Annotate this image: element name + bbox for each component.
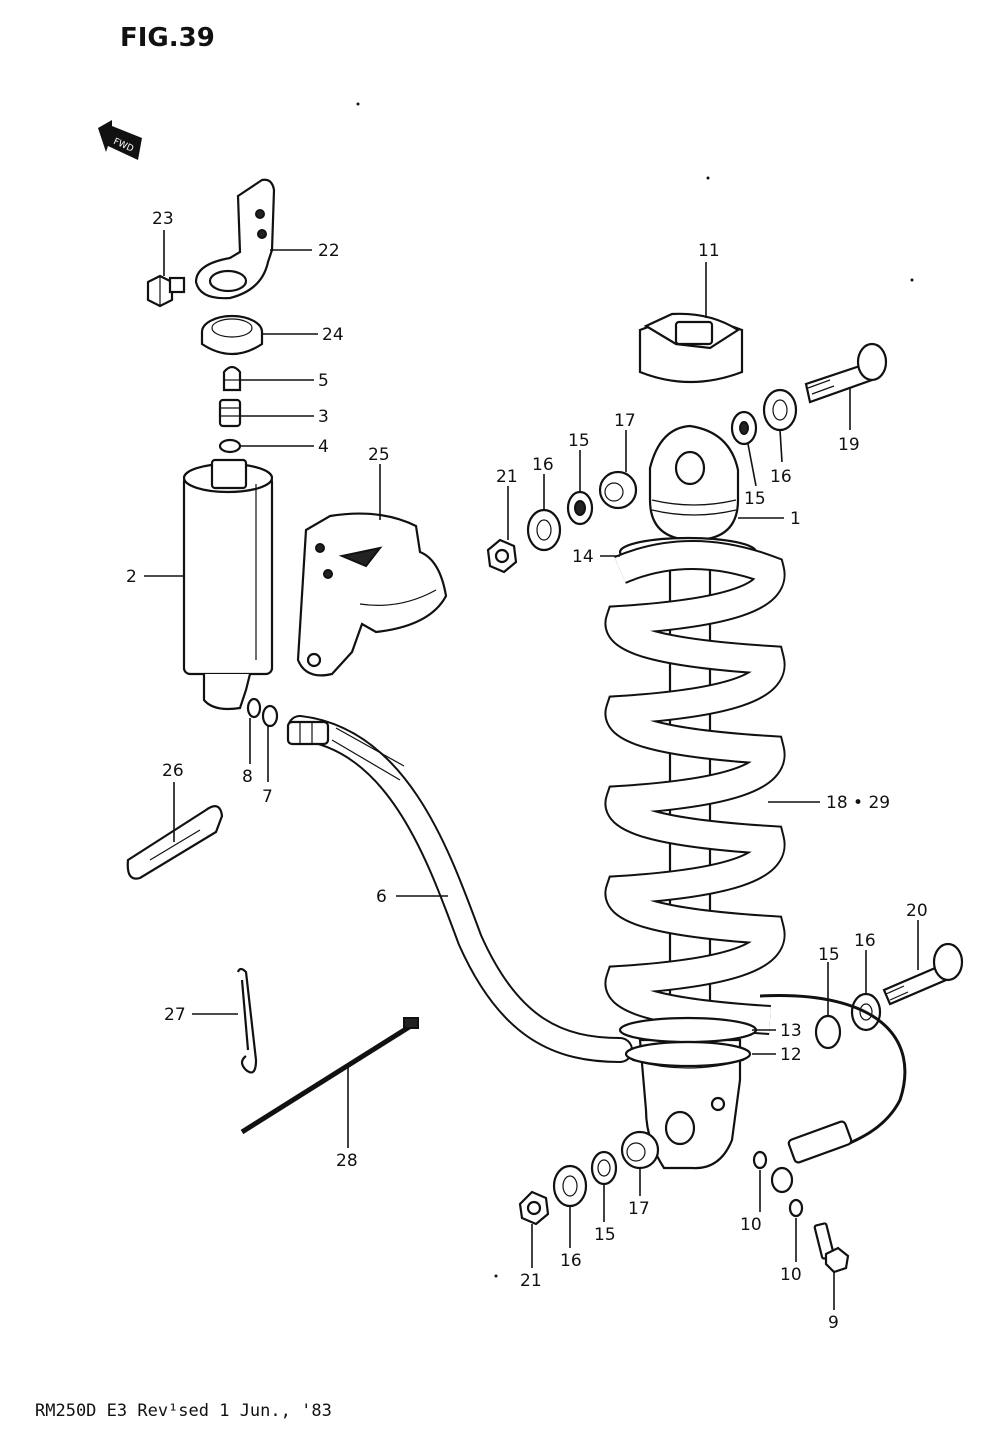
callout-18-29: 18 • 29 xyxy=(826,793,890,813)
part-9-bolt xyxy=(813,1222,850,1274)
part-6-hose xyxy=(286,715,633,1063)
part-16-bushing-right xyxy=(762,388,798,432)
callout-9: 9 xyxy=(828,1313,839,1333)
callout-1: 1 xyxy=(790,509,801,529)
part-5-valve-cap xyxy=(222,365,242,392)
part-13-lock-ring xyxy=(618,1016,758,1044)
part-15-washer-upper xyxy=(566,490,594,526)
part-11-rubber-cap xyxy=(638,312,744,384)
callout-19: 19 xyxy=(838,435,860,455)
callout-21-upper: 21 xyxy=(496,467,518,487)
part-3-valve xyxy=(218,398,242,428)
part-28-tie xyxy=(240,1017,419,1135)
part-21-nut-upper xyxy=(486,538,518,574)
callout-10-upper: 10 xyxy=(740,1215,762,1235)
part-10-washer-lower xyxy=(788,1198,804,1218)
part-17-collar-upper xyxy=(598,470,638,510)
part-12-adjuster-ring xyxy=(624,1040,752,1069)
part-26-clip xyxy=(126,805,224,880)
part-15-washer-right xyxy=(730,410,758,446)
callout-17-lower: 17 xyxy=(628,1199,650,1219)
callout-2: 2 xyxy=(126,567,137,587)
callout-15-lower: 15 xyxy=(594,1225,616,1245)
callout-5: 5 xyxy=(318,371,329,391)
callout-4: 4 xyxy=(318,437,329,457)
callout-15-lower-right: 15 xyxy=(818,945,840,965)
part-20-bolt xyxy=(882,942,964,1006)
front-direction-arrow-icon: FWD xyxy=(98,120,142,160)
part-15-washer-lower xyxy=(590,1150,618,1186)
callout-3: 3 xyxy=(318,407,329,427)
part-21-nut-lower xyxy=(518,1190,550,1226)
part-23-bolt xyxy=(146,274,186,308)
part-7-washer xyxy=(261,704,279,728)
callout-27: 27 xyxy=(164,1005,186,1025)
callout-10-lower: 10 xyxy=(780,1265,802,1285)
part-4-o-ring xyxy=(218,438,242,454)
callout-15-right: 15 xyxy=(744,489,766,509)
callout-16-lower: 16 xyxy=(560,1251,582,1271)
callout-labels: 22 23 24 5 3 4 2 25 8 7 26 6 27 28 11 1 … xyxy=(126,209,928,1333)
part-17-collar-lower xyxy=(620,1130,660,1170)
part-16-bushing-lower xyxy=(552,1164,588,1208)
callout-25: 25 xyxy=(368,445,390,465)
callout-28: 28 xyxy=(336,1151,358,1171)
callout-14: 14 xyxy=(572,547,594,567)
part-8-washer xyxy=(246,697,262,719)
part-27-pin xyxy=(236,967,258,1074)
callout-12: 12 xyxy=(780,1045,802,1065)
revision-footer: RM250D E3 Rev¹sed 1 Jun., '83 xyxy=(35,1401,332,1421)
part-22-bracket xyxy=(194,178,276,300)
part-24-ring xyxy=(200,314,264,355)
callout-23: 23 xyxy=(152,209,174,229)
callout-11: 11 xyxy=(698,241,720,261)
callout-24: 24 xyxy=(322,325,344,345)
part-10-washer-upper xyxy=(752,1150,768,1170)
callout-7: 7 xyxy=(262,787,273,807)
callout-22: 22 xyxy=(318,241,340,261)
callout-20: 20 xyxy=(906,901,928,921)
callout-16-right: 16 xyxy=(770,467,792,487)
callout-17-upper: 17 xyxy=(614,411,636,431)
callout-21-lower: 21 xyxy=(520,1271,542,1291)
callout-8: 8 xyxy=(242,767,253,787)
part-15-washer-lower-right xyxy=(814,1014,842,1050)
part-2-reservoir xyxy=(182,458,274,711)
callout-16-upper: 16 xyxy=(532,455,554,475)
part-18-29-spring xyxy=(604,540,786,1035)
callout-26: 26 xyxy=(162,761,184,781)
leader-lines xyxy=(144,230,919,1310)
callout-16-lower-right: 16 xyxy=(854,931,876,951)
hose-fitting-lower xyxy=(759,994,907,1194)
part-25-clamp xyxy=(296,512,448,677)
figure-title: FIG.39 xyxy=(120,23,215,53)
callout-15-upper: 15 xyxy=(568,431,590,451)
callout-13: 13 xyxy=(780,1021,802,1041)
part-16-bushing-upper xyxy=(526,508,562,552)
part-19-bolt xyxy=(804,342,888,404)
callout-6: 6 xyxy=(376,887,387,907)
